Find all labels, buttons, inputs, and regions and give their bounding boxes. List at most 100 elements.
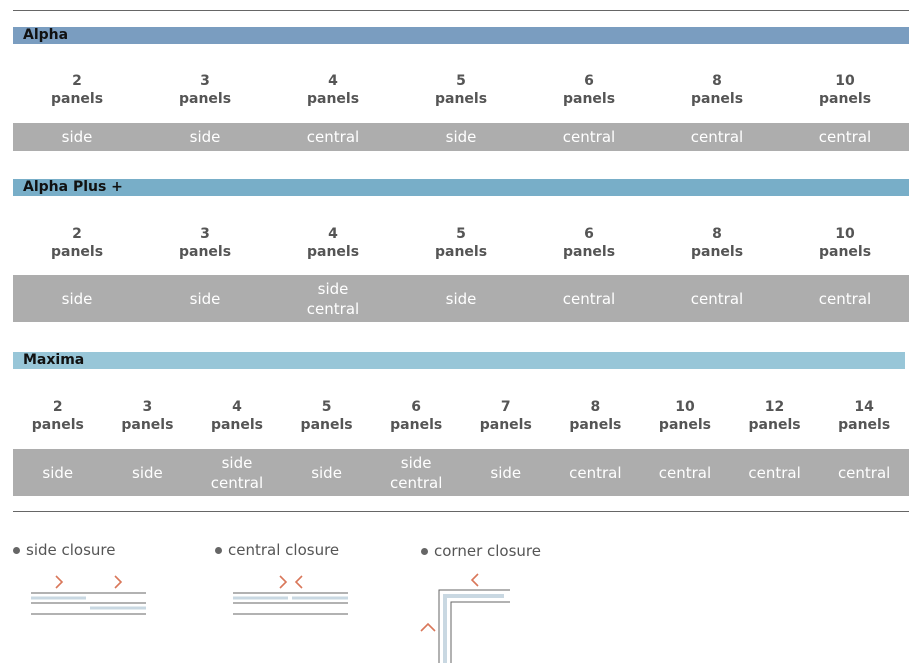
closure-type: side central bbox=[210, 453, 264, 492]
panel-count: 6 bbox=[584, 226, 594, 242]
section-title-alpha: Alpha bbox=[13, 27, 909, 44]
panel-unit: panels bbox=[306, 244, 360, 260]
closure-type: side bbox=[61, 128, 93, 146]
panel-count: 2 bbox=[72, 73, 82, 89]
panel-unit: panels bbox=[390, 417, 443, 433]
legend-side-label: side closure bbox=[26, 541, 116, 559]
closure-type: side bbox=[445, 128, 477, 146]
panel-count: 8 bbox=[712, 226, 722, 242]
legend-rule bbox=[13, 511, 909, 512]
closure-type: central bbox=[690, 128, 744, 146]
panel-count: 10 bbox=[835, 226, 855, 242]
panel-count: 7 bbox=[500, 399, 511, 415]
panel-unit: panels bbox=[658, 417, 711, 433]
panel-unit: panels bbox=[121, 417, 174, 433]
bullet-icon bbox=[13, 547, 20, 554]
legend-corner-label: corner closure bbox=[434, 542, 541, 560]
panel-unit: panels bbox=[300, 417, 353, 433]
central-closure-diagram bbox=[233, 575, 348, 615]
panel-count-header: 6 panels bbox=[525, 72, 653, 108]
closure-type: side bbox=[311, 463, 342, 482]
closure-type: central bbox=[569, 463, 622, 482]
closure-type: side bbox=[189, 289, 221, 308]
closure-type: side bbox=[132, 463, 163, 482]
bullet-icon bbox=[215, 547, 222, 554]
panel-count-header: 6 panels bbox=[525, 225, 653, 261]
panel-count: 8 bbox=[590, 399, 601, 415]
arrow-left-icon bbox=[294, 575, 303, 589]
legend-corner-closure: corner closure bbox=[421, 542, 541, 560]
closure-type: side central bbox=[389, 453, 443, 492]
legend-central-label: central closure bbox=[228, 541, 340, 559]
panel-count: 2 bbox=[72, 226, 82, 242]
closure-type: central bbox=[562, 128, 616, 146]
closure-type: central bbox=[306, 128, 360, 146]
panel-count-header: 3 panels bbox=[141, 72, 269, 108]
panel-count: 3 bbox=[200, 73, 210, 89]
closure-type: side central bbox=[306, 279, 360, 318]
panel-unit: panels bbox=[562, 244, 616, 260]
panel-count-header: 2 panels bbox=[13, 225, 141, 261]
closure-type: side bbox=[42, 463, 74, 482]
panel-count: 12 bbox=[764, 399, 785, 415]
panel-count: 10 bbox=[835, 73, 855, 89]
panel-count-header: 2 panels bbox=[13, 72, 141, 108]
panel-count: 5 bbox=[456, 226, 466, 242]
panel-unit: panels bbox=[31, 417, 84, 433]
panel-unit: panels bbox=[434, 244, 488, 260]
corner-closure-diagram bbox=[420, 573, 510, 663]
panel-count: 14 bbox=[854, 399, 874, 415]
panel-unit: panels bbox=[50, 91, 104, 107]
panel-count: 5 bbox=[321, 399, 332, 415]
panel-unit: panels bbox=[434, 91, 488, 107]
panel-count: 3 bbox=[200, 226, 210, 242]
panel-unit: panels bbox=[562, 91, 616, 107]
panel-count-header: 5 panels bbox=[282, 398, 372, 434]
arrow-left-icon bbox=[470, 573, 479, 587]
closure-type: central bbox=[690, 289, 744, 308]
panel-count: 6 bbox=[411, 399, 422, 415]
closure-type: central bbox=[818, 128, 872, 146]
panel-unit: panels bbox=[50, 244, 104, 260]
panel-unit: panels bbox=[210, 417, 264, 433]
panel-unit: panels bbox=[178, 244, 232, 260]
panel-count-header: 3 panels bbox=[141, 225, 269, 261]
closure-type: side bbox=[445, 289, 477, 308]
panel-count: 10 bbox=[675, 399, 695, 415]
panel-unit: panels bbox=[818, 244, 872, 260]
panel-count: 4 bbox=[328, 73, 338, 89]
section-title-alpha-plus: Alpha Plus + bbox=[13, 179, 909, 196]
closure-type: central bbox=[837, 463, 891, 482]
alpha-closure-row: side side central side central central central bbox=[13, 123, 909, 151]
panel-count-header: 4 panels bbox=[269, 225, 397, 261]
closure-type: central bbox=[658, 463, 712, 482]
legend-side-closure: side closure bbox=[13, 541, 115, 559]
panel-count-header: 6 panels bbox=[371, 398, 461, 434]
panel-unit: panels bbox=[818, 91, 872, 107]
section-title-maxima: Maxima bbox=[13, 352, 905, 369]
panel-unit: panels bbox=[178, 91, 232, 107]
panel-count-header: 10 panels bbox=[640, 398, 730, 434]
closure-type: central bbox=[562, 289, 616, 308]
panel-count: 4 bbox=[328, 226, 338, 242]
closure-type: side bbox=[189, 128, 221, 146]
panel-count: 6 bbox=[584, 73, 594, 89]
arrow-right-icon bbox=[114, 575, 123, 589]
panel-count-header: 5 panels bbox=[397, 225, 525, 261]
side-closure-diagram bbox=[31, 575, 146, 615]
